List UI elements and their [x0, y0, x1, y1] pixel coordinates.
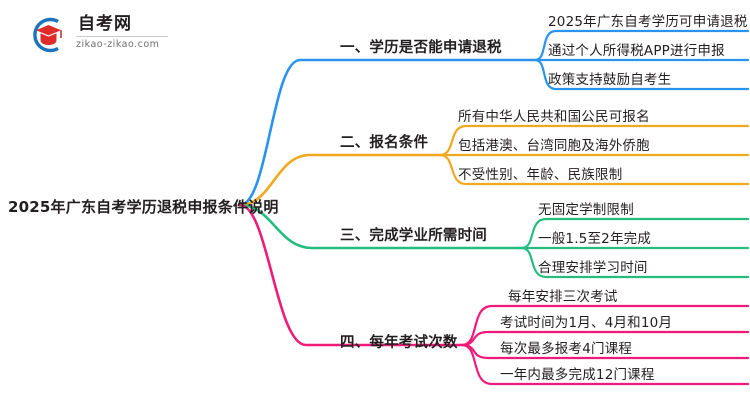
leaf-label-3-2[interactable]: 一般1.5至2年完成: [538, 231, 652, 247]
branch-4-connectors: [238, 203, 750, 386]
leaf-label-4-2[interactable]: 考试时间为1月、4月和10月: [500, 315, 673, 331]
branch-label-4[interactable]: 四、每年考试次数: [340, 335, 458, 351]
leaf-label-2-2[interactable]: 包括港澳、台湾同胞及海外侨胞: [458, 138, 650, 154]
leaf-label-2-1[interactable]: 所有中华人民共和国公民可报名: [458, 109, 650, 125]
logo-divider: [76, 36, 168, 37]
root-title: 2025年广东自考学历退税申报条件说明: [8, 198, 279, 216]
leaf-label-1-3[interactable]: 政策支持鼓励自考生: [548, 72, 672, 88]
logo-name: 自考网: [78, 14, 132, 34]
logo-text: 自考网 zikao-zikao.com: [76, 14, 168, 51]
branch-3-connectors: [238, 203, 750, 279]
leaf-label-4-4[interactable]: 一年内最多完成12门课程: [500, 367, 655, 383]
leaf-label-3-1[interactable]: 无固定学制限制: [538, 202, 634, 218]
branch-label-1[interactable]: 一、学历是否能申请退税: [340, 40, 502, 56]
leaf-label-4-1[interactable]: 每年安排三次考试: [508, 289, 618, 305]
graduation-cap-icon: [33, 17, 62, 53]
leaf-label-2-3[interactable]: 不受性别、年龄、民族限制: [458, 167, 623, 183]
leaf-label-1-2[interactable]: 通过个人所得税APP进行申报: [548, 43, 725, 59]
logo-url: zikao-zikao.com: [76, 39, 160, 50]
branch-label-2[interactable]: 二、报名条件: [340, 135, 429, 151]
leaf-label-1-1[interactable]: 2025年广东自考学历可申请退税: [548, 14, 748, 30]
site-logo: 自考网 zikao-zikao.com: [28, 14, 168, 58]
leaf-label-4-3[interactable]: 每次最多报考4门课程: [500, 341, 633, 357]
leaf-label-3-3[interactable]: 合理安排学习时间: [538, 260, 648, 276]
branch-label-3[interactable]: 三、完成学业所需时间: [340, 228, 487, 244]
